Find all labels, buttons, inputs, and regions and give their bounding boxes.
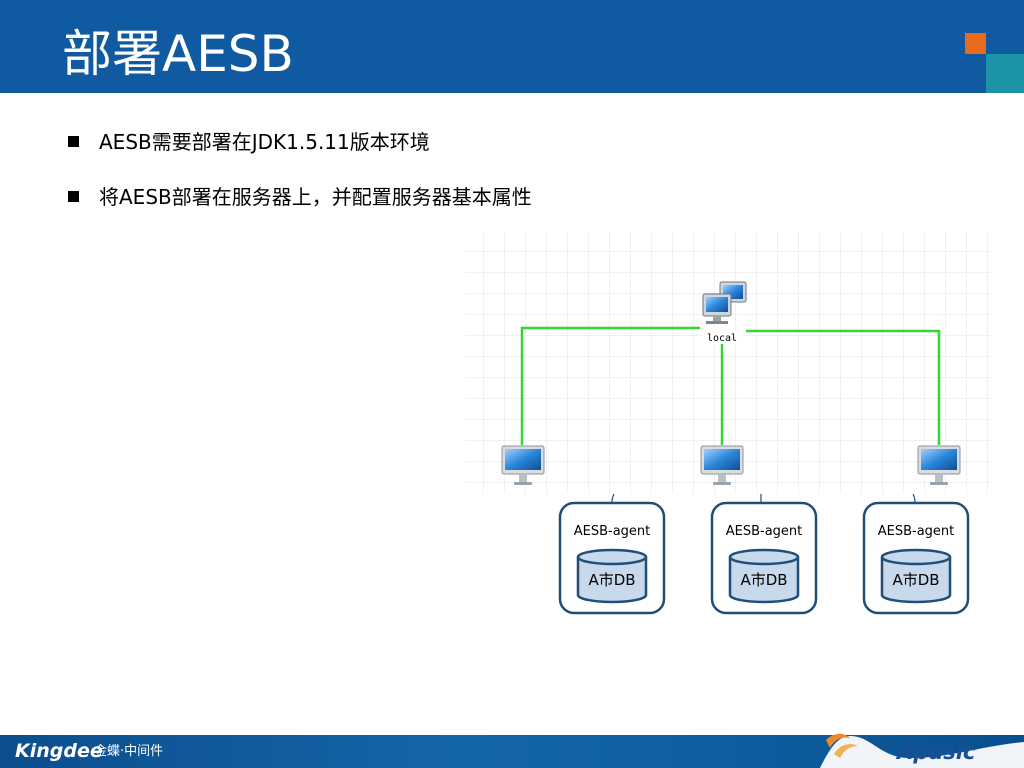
monitor-icon bbox=[700, 445, 744, 485]
connection-lines bbox=[520, 326, 941, 445]
agent-node: AESB-agent A市DB bbox=[558, 501, 666, 615]
accent-square-teal bbox=[986, 54, 1024, 93]
link-ticks bbox=[611, 493, 916, 503]
apusic-logo: Apusic bbox=[897, 740, 976, 764]
connection-line-right bbox=[746, 329, 941, 445]
bullet-square-icon bbox=[68, 136, 79, 147]
database-icon bbox=[576, 548, 648, 604]
bullet-item: AESB需要部署在JDK1.5.11版本环境 bbox=[68, 128, 430, 156]
accent-square-orange bbox=[965, 33, 986, 54]
server-cluster-icon bbox=[702, 281, 747, 324]
bullet-square-icon bbox=[68, 191, 79, 202]
database-icon bbox=[880, 548, 952, 604]
central-label-bg bbox=[702, 330, 742, 344]
agent-label: AESB-agent bbox=[726, 524, 803, 539]
kingdee-logo: Kingdee bbox=[15, 740, 103, 762]
bullet-item: 将AESB部署在服务器上，并配置服务器基本属性 bbox=[68, 183, 532, 211]
monitor-icon bbox=[501, 445, 545, 485]
database-icon bbox=[728, 548, 800, 604]
title-bar: 部署AESB bbox=[0, 0, 1024, 93]
db-label: A市DB bbox=[740, 571, 787, 589]
connection-line-left bbox=[520, 326, 700, 445]
bullet-text: 将AESB部署在服务器上，并配置服务器基本属性 bbox=[99, 185, 532, 209]
db-label: A市DB bbox=[892, 571, 939, 589]
monitor-icon bbox=[917, 445, 961, 485]
apusic-swirl-graphic bbox=[820, 733, 1024, 768]
agent-label: AESB-agent bbox=[574, 524, 651, 539]
footer-subtitle: 金蝶·中间件 bbox=[94, 744, 164, 759]
central-node-label: local bbox=[707, 333, 737, 344]
deployment-diagram: local AESB-agent A市DB AESB-agent bbox=[465, 232, 990, 615]
db-label: A市DB bbox=[588, 571, 635, 589]
agent-node: AESB-agent A市DB bbox=[862, 501, 970, 615]
agent-node: AESB-agent A市DB bbox=[710, 501, 818, 615]
slide-title: 部署AESB bbox=[62, 25, 294, 83]
agent-label: AESB-agent bbox=[878, 524, 955, 539]
bullet-text: AESB需要部署在JDK1.5.11版本环境 bbox=[99, 130, 430, 154]
